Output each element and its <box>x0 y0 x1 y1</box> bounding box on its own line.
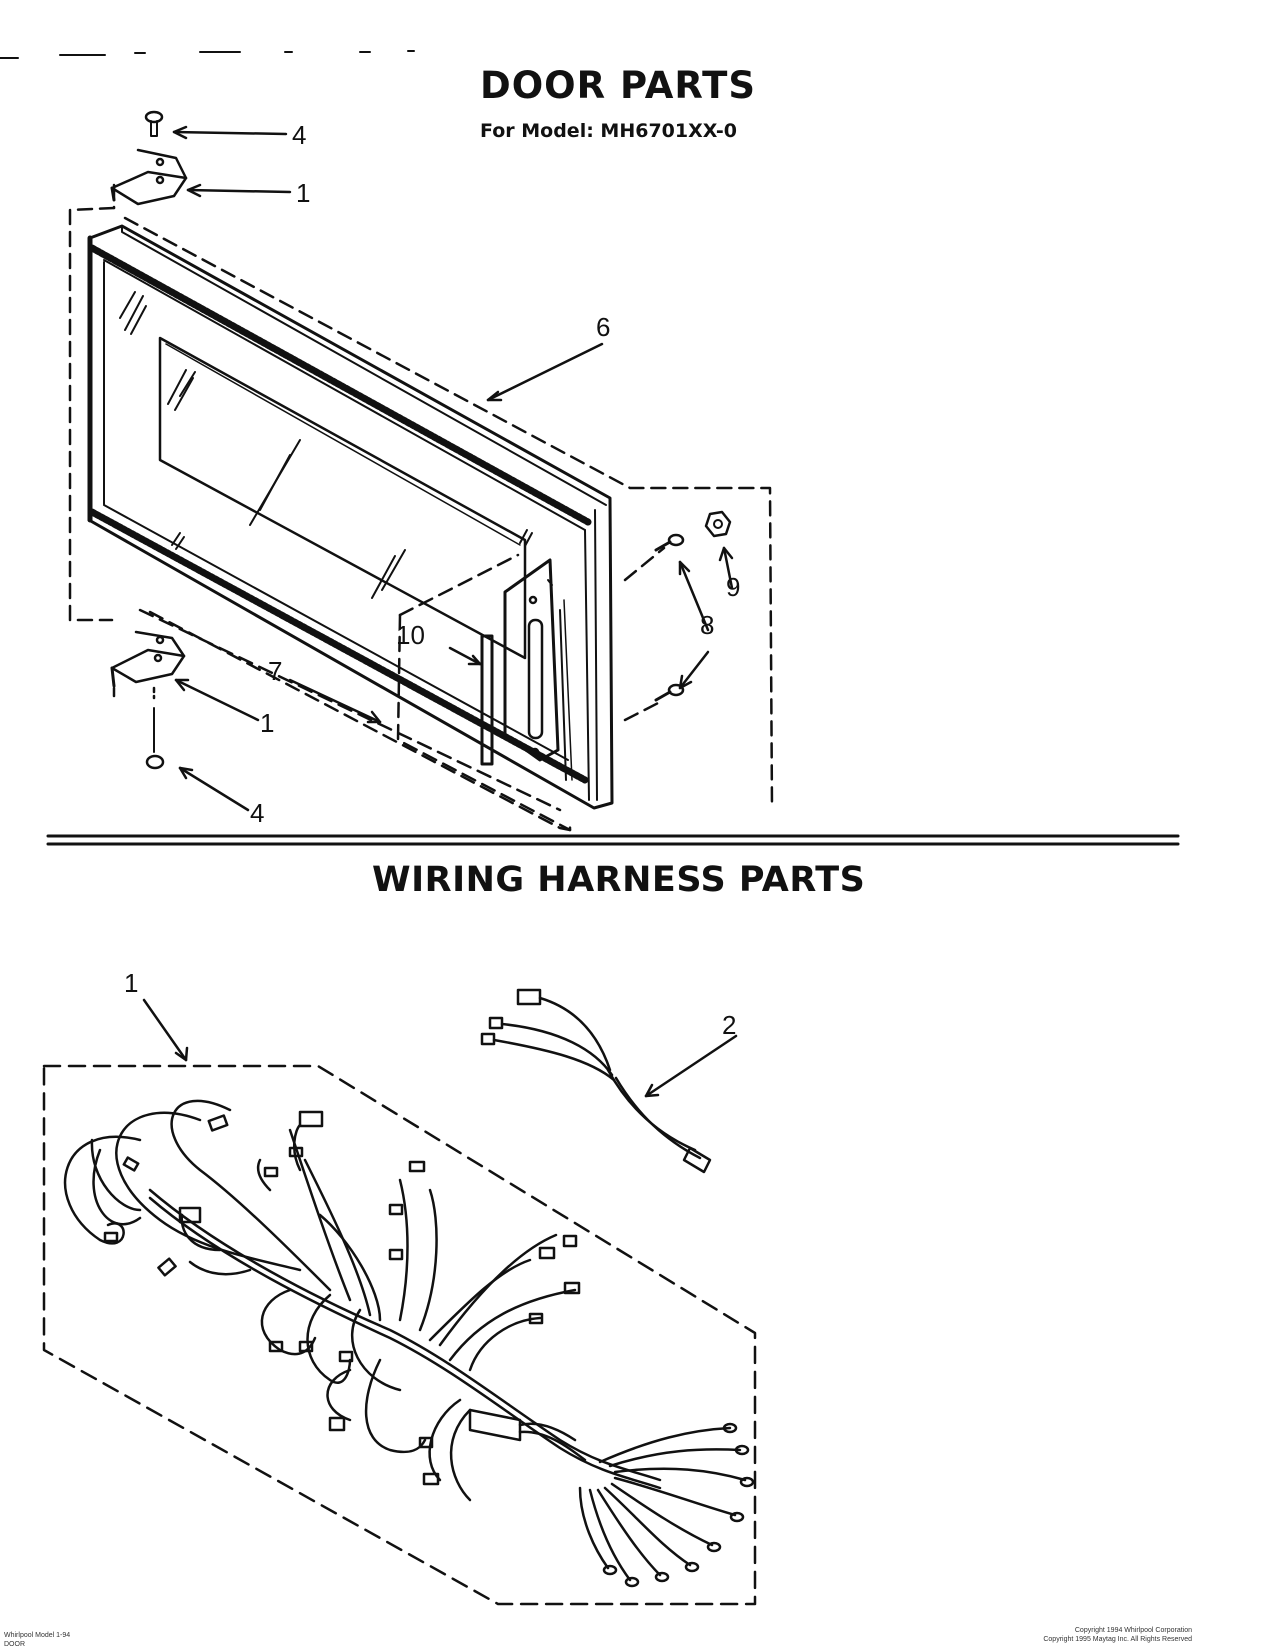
callout-choke: 7 <box>268 656 282 686</box>
callout-main-harness: 1 <box>124 968 138 998</box>
callout-latch: 10 <box>396 620 425 650</box>
bottom-hinge <box>110 630 186 688</box>
top-hinge <box>110 148 188 206</box>
model-number-line: For Model: MH6701XX-0 <box>480 120 737 142</box>
harness-terminals <box>103 1110 755 1588</box>
door-parts-title: DOOR PARTS <box>480 64 757 107</box>
footer-copyright: Copyright 1994 Whirlpool Corporation Cop… <box>1043 1626 1192 1644</box>
bottom-screw <box>145 707 165 770</box>
harness-boundary <box>42 1064 757 1606</box>
nut <box>704 510 732 538</box>
right-screw-lower <box>654 683 685 702</box>
callout-small-harness: 2 <box>722 1010 736 1040</box>
wiring-callout-numbers: 1 2 <box>124 968 736 1040</box>
door-assembly <box>87 224 614 810</box>
callout-door-assembly: 6 <box>596 312 610 342</box>
footer-left-line2: DOOR <box>4 1641 25 1648</box>
section-divider <box>46 834 1180 846</box>
wiring-harness-title: WIRING HARNESS PARTS <box>372 860 866 900</box>
callout-hinge-top: 1 <box>296 178 310 208</box>
glass-reflection-marks <box>119 291 533 599</box>
callout-screws: 8 <box>700 610 714 640</box>
top-screw <box>144 110 164 137</box>
door-callout-numbers: 4 1 6 9 8 10 7 1 4 <box>250 120 740 828</box>
latch-bar <box>480 634 494 766</box>
small-wiring-harness <box>480 988 712 1174</box>
footer-right-line2: Copyright 1995 Maytag Inc. All Rights Re… <box>1043 1636 1192 1643</box>
callout-hinge-screw-bottom: 4 <box>250 798 264 828</box>
footer-left: Whirlpool Model 1-94 DOOR <box>4 1631 70 1649</box>
callout-nut: 9 <box>726 572 740 602</box>
right-screw-upper <box>654 533 685 552</box>
footer-right-line1: Copyright 1994 Whirlpool Corporation <box>1074 1627 1192 1634</box>
wiring-callout-leaders <box>142 998 738 1098</box>
callout-hinge-screw-top: 4 <box>292 120 306 150</box>
exploded-view-dashed-lines <box>68 183 774 832</box>
main-wiring-harness <box>63 1099 747 1582</box>
callout-hinge-bottom: 1 <box>260 708 274 738</box>
door-callout-leaders <box>152 125 734 812</box>
scan-artifacts <box>0 50 415 59</box>
footer-left-line1: Whirlpool Model 1-94 <box>4 1632 71 1639</box>
latch-plate <box>503 558 573 781</box>
